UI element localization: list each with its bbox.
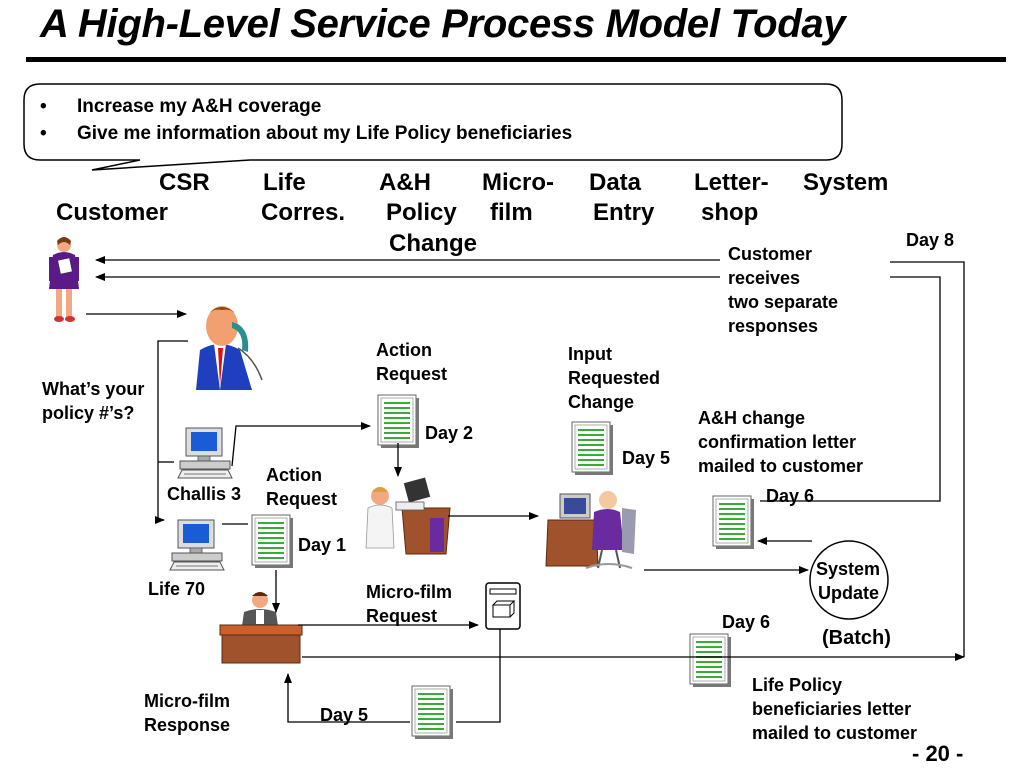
column-header-customer: Customer (56, 199, 169, 226)
column-header-data-entry: Data (589, 169, 642, 196)
policy-question-label: What’s your (42, 379, 145, 399)
title-underline (26, 57, 1006, 62)
ah-confirmation-label: A&H change (698, 408, 806, 428)
action-request-mid-label: Action (266, 465, 322, 485)
page-title: A High-Level Service Process Model Today (40, 2, 846, 46)
policy-question-label: policy #’s? (42, 403, 135, 423)
input-requested-change-label: Input (568, 344, 612, 364)
microfilm-request-label: Request (366, 606, 438, 626)
column-header-microfilm: Micro- (482, 169, 554, 196)
column-header-ah-policy: A&H (379, 169, 431, 196)
day-label-2: Day 2 (425, 423, 474, 443)
day-label-5-data-entry: Day 5 (622, 448, 671, 468)
microfilm-response-document (411, 685, 454, 740)
life-letter-document (689, 633, 732, 688)
batch-label: (Batch) (822, 627, 891, 649)
bullet-marker: • (40, 96, 47, 117)
bullet-item-coverage: Increase my A&H coverage (77, 96, 322, 117)
system-update-label: Update (818, 583, 880, 603)
column-header-letter-shop: Letter- (694, 169, 769, 196)
life70-label: Life 70 (148, 579, 206, 599)
day-label-8: Day 8 (906, 230, 955, 250)
system-update-node (809, 540, 889, 620)
column-header-microfilm: film (490, 199, 533, 226)
column-header-ah-policy: Policy (386, 199, 457, 226)
bullet-marker: • (40, 123, 47, 144)
life70-terminal (169, 519, 225, 571)
microfilm-request-label: Micro-film (366, 582, 453, 602)
column-header-life-corres: Corres. (261, 199, 346, 226)
microfilm-response-label: Micro-film (144, 691, 231, 711)
customer-receives-text: Customer (728, 244, 813, 264)
action-request-document-mid (251, 514, 294, 569)
customer-receives-text: responses (728, 316, 819, 336)
ah-letter-return-line (760, 276, 941, 502)
life-corres-worker-figure (219, 592, 303, 664)
day-label-1: Day 1 (298, 535, 347, 555)
column-header-letter-shop: shop (701, 199, 759, 226)
data-entry-worker-figure (545, 491, 636, 569)
action-request-mid-label: Request (266, 489, 338, 509)
customer-figure (49, 237, 79, 322)
csr-phone-figure (196, 306, 263, 390)
customer-receives-text: receives (728, 268, 801, 288)
life-policy-letter-label: beneficiaries letter (752, 699, 912, 719)
customer-receives-text: two separate (728, 292, 839, 312)
day8-return-line (890, 261, 965, 657)
input-requested-change-label: Requested (568, 368, 661, 388)
challis-label: Challis 3 (167, 484, 242, 504)
microfilm-response-label: Response (144, 715, 231, 735)
day-label-6-life: Day 6 (722, 612, 771, 632)
column-header-data-entry: Entry (593, 199, 655, 226)
system-update-label: System (816, 559, 881, 579)
column-header-system: System (803, 169, 889, 196)
ah-letter-document (712, 495, 755, 550)
microfilm-reader-icon (485, 582, 521, 630)
day-label-5-microfilm: Day 5 (320, 705, 369, 725)
action-request-document-top (377, 394, 420, 449)
input-change-document (571, 421, 614, 476)
challis-terminal (177, 427, 233, 479)
ah-confirmation-label: mailed to customer (698, 456, 864, 476)
ah-policy-worker-figure (365, 477, 451, 555)
ah-confirmation-label: confirmation letter (698, 432, 857, 452)
column-header-life-corres: Life (263, 169, 306, 196)
action-request-top-label: Request (376, 364, 448, 384)
page-number: - 20 - (912, 741, 964, 766)
action-request-top-label: Action (376, 340, 432, 360)
day-label-6-ah: Day 6 (766, 486, 815, 506)
bullet-item-beneficiaries: Give me information about my Life Policy… (77, 123, 573, 144)
life-policy-letter-label: mailed to customer (752, 723, 918, 743)
life-policy-letter-label: Life Policy (752, 675, 843, 695)
column-header-ah-policy: Change (389, 230, 478, 257)
input-requested-change-label: Change (568, 392, 635, 412)
column-header-csr: CSR (159, 169, 210, 196)
